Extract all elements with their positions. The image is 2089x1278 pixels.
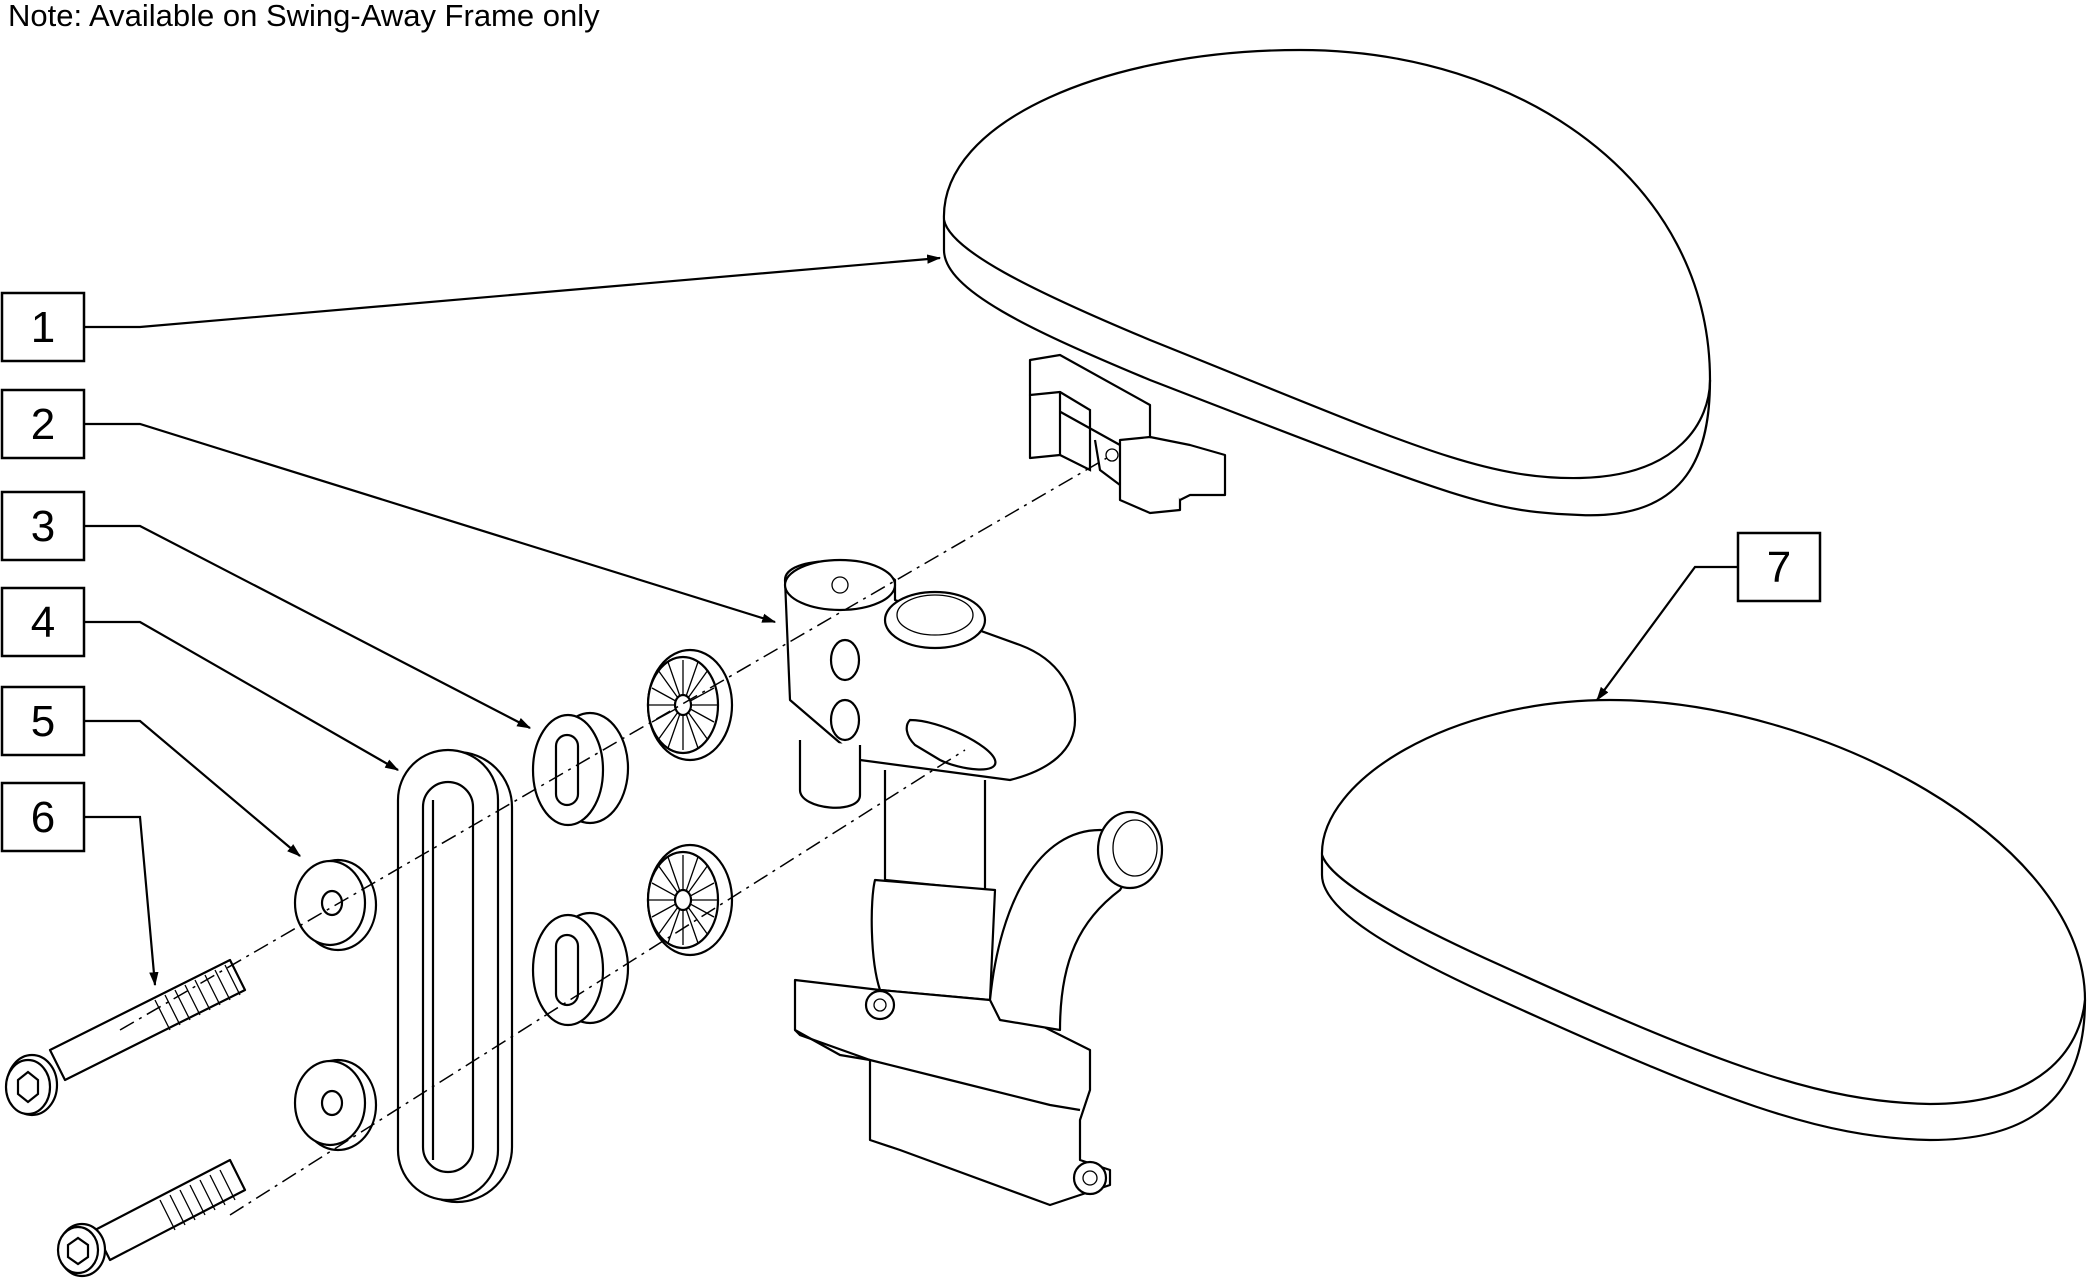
callout-leaders [84,254,1738,987]
armrest-pad-top [942,48,1712,517]
serrated-washer-upper [646,648,734,762]
availability-note: Note: Available on Swing-Away Frame only [8,0,600,33]
slotted-spacer-upper [531,711,630,827]
slotted-mounting-bar [396,748,514,1204]
callout-3: 3 [0,490,86,562]
svg-text:5: 5 [31,697,55,746]
callout-6: 6 [0,781,86,853]
callout-5: 5 [0,685,86,757]
svg-text:3: 3 [31,502,55,551]
swing-away-receiver-assembly [783,558,1164,1207]
callout-1: 1 [0,291,86,363]
assembly-centerlines [119,454,1113,1216]
svg-text:7: 7 [1767,543,1791,592]
svg-text:6: 6 [31,793,55,842]
svg-text:1: 1 [31,303,55,352]
cap-screw-lower [56,1158,247,1278]
svg-text:4: 4 [31,598,55,647]
armrest-pad-right [1320,698,2087,1142]
callout-7: 7 [1736,531,1822,603]
callout-2: 2 [0,388,86,460]
flat-washer-lower [293,1058,378,1152]
slotted-spacer-lower [531,911,630,1027]
cap-screw-upper [4,958,247,1117]
flat-washer-upper [293,858,378,952]
serrated-washer-lower [646,843,734,957]
svg-text:2: 2 [31,400,55,449]
callout-4: 4 [0,586,86,658]
